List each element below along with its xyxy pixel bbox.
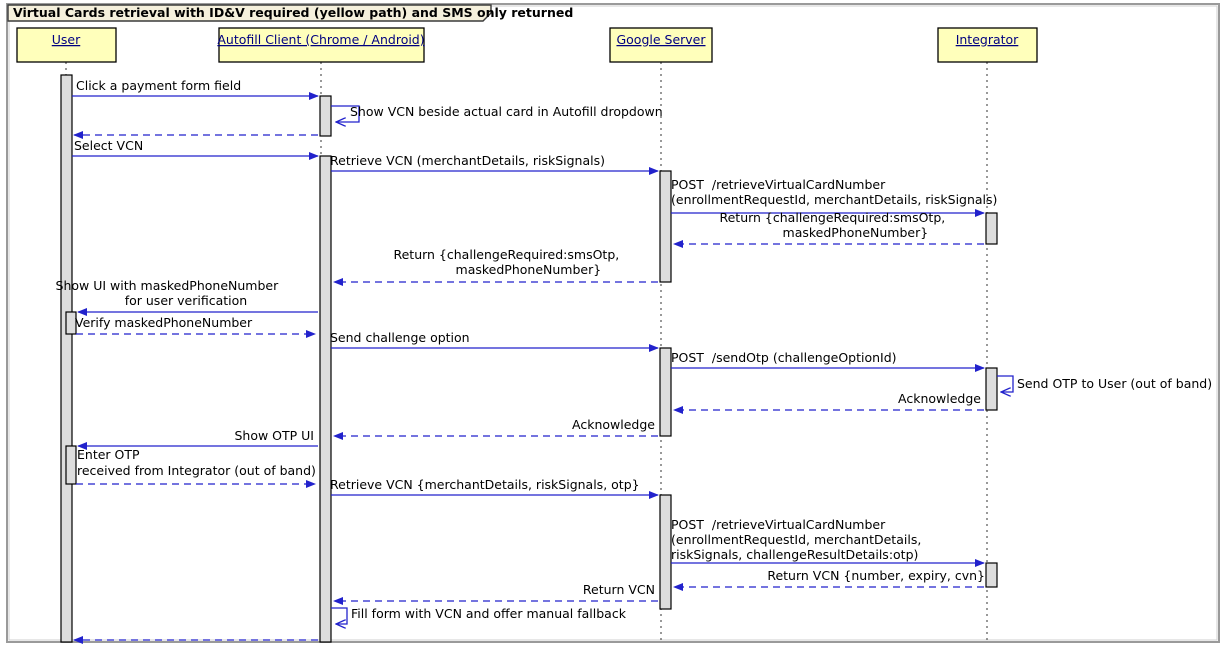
message-m4-label: Select VCN xyxy=(74,138,143,153)
message-m18-label: Retrieve VCN {merchantDetails, riskSigna… xyxy=(330,477,640,492)
message-m1-label: Click a payment form field xyxy=(76,78,241,93)
message-m6-label: POST /retrieveVirtualCardNumber (enrollm… xyxy=(671,177,1025,207)
message-m7-line-1: Return {challengeRequired:smsOtp, xyxy=(719,210,945,225)
message-m19-line-3: riskSignals, challengeResultDetails:otp) xyxy=(671,547,918,562)
message-m17-line-2: received from Integrator (out of band) xyxy=(77,463,316,478)
activation-user-otp xyxy=(65,445,77,485)
message-m11[interactable]: Send challenge option xyxy=(330,330,659,352)
participant-google-server[interactable]: Google Server xyxy=(609,27,713,63)
message-m9-label: Show UI with maskedPhoneNumber for user … xyxy=(56,278,314,308)
participant-user-label: User xyxy=(52,32,81,47)
message-m15-label: Acknowledge xyxy=(572,417,655,432)
activation-user xyxy=(60,74,73,643)
message-m8[interactable]: Return {challengeRequired:smsOtp, masked… xyxy=(333,247,658,286)
message-m5[interactable]: Retrieve VCN (merchantDetails, riskSigna… xyxy=(330,153,659,175)
participant-google-server-label: Google Server xyxy=(616,32,706,47)
participant-integrator-label: Integrator xyxy=(956,32,1019,47)
message-m19-line-2: (enrollmentRequestId, merchantDetails, xyxy=(671,532,921,547)
message-m20-label: Return VCN {number, expiry, cvn} xyxy=(767,568,985,583)
message-m7-line-2: maskedPhoneNumber} xyxy=(783,225,929,240)
participant-autofill-client[interactable]: Autofill Client (Chrome / Android) xyxy=(217,27,425,63)
message-m14-label: Acknowledge xyxy=(898,391,981,406)
message-m10-label: Verify maskedPhoneNumber xyxy=(75,315,253,330)
message-m16[interactable]: Show OTP UI xyxy=(77,428,318,450)
message-m9-line-2: for user verification xyxy=(125,293,247,308)
participant-integrator[interactable]: Integrator xyxy=(937,27,1038,63)
activation-google-1 xyxy=(659,170,672,283)
message-m2-label: Show VCN beside actual card in Autofill … xyxy=(350,104,663,119)
message-m18[interactable]: Retrieve VCN {merchantDetails, riskSigna… xyxy=(330,477,659,499)
message-m22[interactable]: Fill form with VCN and offer manual fall… xyxy=(331,606,627,624)
message-m9-line-1: Show UI with maskedPhoneNumber xyxy=(56,278,280,293)
message-m5-label: Retrieve VCN (merchantDetails, riskSigna… xyxy=(330,153,633,168)
message-m12[interactable]: POST /sendOtp (challengeOptionId) xyxy=(671,350,985,372)
message-m21[interactable]: Return VCN xyxy=(333,582,658,605)
activation-autofill-1 xyxy=(319,95,332,137)
message-m9[interactable]: Show UI with maskedPhoneNumber for user … xyxy=(56,278,318,316)
activation-integrator-2 xyxy=(985,367,998,411)
message-m4[interactable]: Select VCN xyxy=(72,138,319,160)
message-m17-label: Enter OTP received from Integrator (out … xyxy=(77,447,344,478)
message-m6-line-1: POST /retrieveVirtualCardNumber xyxy=(671,177,886,192)
activation-google-2 xyxy=(659,347,672,437)
activation-integrator-3 xyxy=(985,562,998,588)
message-m19-line-1: POST /retrieveVirtualCardNumber xyxy=(671,517,886,532)
message-m19[interactable]: POST /retrieveVirtualCardNumber (enrollm… xyxy=(671,517,985,567)
frame-title-box: Virtual Cards retrieval with ID&V requir… xyxy=(7,4,573,22)
message-m8-line-2: maskedPhoneNumber} xyxy=(456,262,602,277)
message-m14[interactable]: Acknowledge xyxy=(673,391,984,414)
message-m7-label: Return {challengeRequired:smsOtp, masked… xyxy=(719,210,981,240)
message-m22-label: Fill form with VCN and offer manual fall… xyxy=(351,606,627,621)
message-m5-line-1: Retrieve VCN (merchantDetails, riskSigna… xyxy=(330,153,605,168)
message-m20[interactable]: Return VCN {number, expiry, cvn} xyxy=(673,568,985,591)
message-m21-label: Return VCN xyxy=(583,582,655,597)
activation-bars xyxy=(60,74,998,643)
message-m8-line-1: Return {challengeRequired:smsOtp, xyxy=(393,247,619,262)
message-m13-label: Send OTP to User (out of band) xyxy=(1017,376,1212,391)
message-m12-label: POST /sendOtp (challengeOptionId) xyxy=(671,350,897,365)
message-m17-line-1: Enter OTP xyxy=(77,447,140,462)
participant-autofill-client-label: Autofill Client (Chrome / Android) xyxy=(217,32,424,47)
message-m11-label: Send challenge option xyxy=(330,330,470,345)
activation-google-3 xyxy=(659,494,672,610)
activation-autofill-2 xyxy=(319,155,332,643)
activation-integrator-1 xyxy=(985,212,998,245)
message-m15[interactable]: Acknowledge xyxy=(333,417,658,440)
message-m10[interactable]: Verify maskedPhoneNumber xyxy=(75,315,316,338)
message-m17[interactable]: Enter OTP received from Integrator (out … xyxy=(76,447,344,488)
message-m6[interactable]: POST /retrieveVirtualCardNumber (enrollm… xyxy=(671,177,1025,217)
frame-title-text: Virtual Cards retrieval with ID&V requir… xyxy=(13,5,573,20)
message-m6-line-2: (enrollmentRequestId, merchantDetails, r… xyxy=(671,192,997,207)
message-m1[interactable]: Click a payment form field xyxy=(72,78,319,100)
message-m2[interactable]: Show VCN beside actual card in Autofill … xyxy=(331,104,663,122)
participant-user[interactable]: User xyxy=(16,27,117,63)
message-m7[interactable]: Return {challengeRequired:smsOtp, masked… xyxy=(673,210,984,248)
message-m8-label: Return {challengeRequired:smsOtp, masked… xyxy=(393,247,655,277)
message-m19-label: POST /retrieveVirtualCardNumber (enrollm… xyxy=(671,517,957,562)
activation-user-verify xyxy=(65,311,77,335)
message-m13[interactable]: Send OTP to User (out of band) xyxy=(997,375,1212,392)
message-m16-label: Show OTP UI xyxy=(234,428,314,443)
